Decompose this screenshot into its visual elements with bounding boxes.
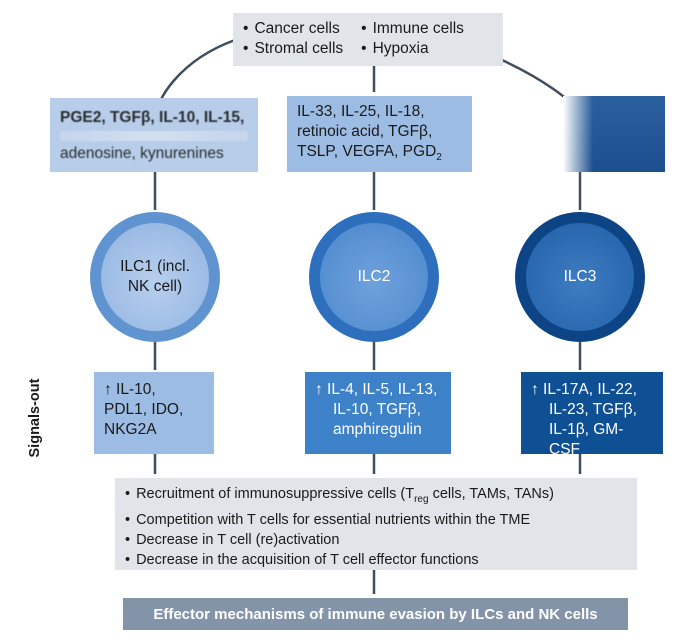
inputs-box: Cancer cells Stromal cells Immune cells … [233, 13, 503, 66]
footer-banner: Effector mechanisms of immune evasion by… [123, 598, 628, 630]
ilc1-cell-body: ILC1 (incl. NK cell) [101, 223, 209, 331]
ilc2-out-line: IL-10, TGFβ, [333, 401, 421, 418]
mechanism-subscript: reg [414, 493, 429, 505]
mechanism-item: Decrease in the acquisition of T cell ef… [125, 550, 627, 570]
ilc3-signals-out: ↑ IL-17A, IL-22, IL-23, TGFβ, IL-1β, GM-… [521, 372, 663, 458]
ilc3-signals-in-overlay [563, 96, 593, 172]
ilc3-out-line: IL-1β, GM-CSF [549, 421, 624, 458]
input-item: Stromal cells [243, 39, 343, 59]
ilc2-signals-in: IL-33, IL-25, IL-18, retinoic acid, TGFβ… [287, 96, 472, 172]
mechanisms-box: Recruitment of immunosuppressive cells (… [115, 478, 637, 570]
ilc2-label: ILC2 [357, 268, 391, 285]
ilc2-signals-out: ↑ IL-4, IL-5, IL-13, IL-10, TGFβ, amphir… [305, 372, 451, 454]
ilc2-signal-line: IL-33, IL-25, IL-18, [297, 103, 425, 120]
mechanism-text: cells, TAMs, TANs) [428, 486, 554, 502]
ilc2-signal-subscript: 2 [436, 152, 442, 164]
ilc1-out-line: ↑ IL-10, [104, 381, 156, 398]
ilc1-signal-line: adenosine, kynurenines [60, 145, 224, 162]
ilc1-signal-smudge [60, 131, 248, 141]
mechanism-item: Competition with T cells for essential n… [125, 510, 627, 530]
ilc2-signal-text: TSLP, VEGFA, PGD [297, 143, 437, 160]
mechanism-text: Recruitment of immunosuppressive cells (… [136, 486, 415, 502]
mechanism-item: Recruitment of immunosuppressive cells (… [125, 484, 627, 510]
ilc2-signal-line: TSLP, VEGFA, PGD2 [297, 142, 462, 168]
inputs-col-1: Cancer cells Stromal cells [243, 19, 343, 60]
ilc2-signal-line: retinoic acid, TGFβ, [297, 123, 433, 140]
ilc3-label: ILC3 [563, 268, 597, 285]
ilc2-cell: ILC2 [309, 212, 439, 342]
signals-out-label: Signals-out [27, 378, 43, 458]
ilc1-out-line: NKG2A [104, 421, 157, 438]
ilc1-cell: ILC1 (incl. NK cell) [90, 212, 220, 342]
ilc3-out-line: IL-23, TGFβ, [549, 401, 637, 418]
ilc3-cell-body: ILC3 [526, 223, 634, 331]
ilc1-signal-line: PGE2, TGFβ, IL-10, IL-15, [60, 109, 245, 126]
ilc2-out-line: ↑ IL-4, IL-5, IL-13, [315, 381, 438, 398]
input-item: Immune cells [361, 19, 464, 39]
footer-title: Effector mechanisms of immune evasion by… [153, 605, 598, 623]
ilc2-cell-body: ILC2 [320, 223, 428, 331]
inputs-col-2: Immune cells Hypoxia [361, 19, 464, 60]
ilc3-cell: ILC3 [515, 212, 645, 342]
ilc1-out-line: PDL1, IDO, [104, 401, 184, 418]
ilc1-label: ILC1 (incl. NK cell) [120, 258, 190, 295]
input-item: Hypoxia [361, 39, 464, 59]
ilc1-signals-in: PGE2, TGFβ, IL-10, IL-15, adenosine, kyn… [50, 98, 258, 172]
ilc1-signals-text: PGE2, TGFβ, IL-10, IL-15, adenosine, kyn… [60, 108, 248, 164]
ilc2-out-line: amphiregulin [333, 421, 422, 438]
ilc1-signals-out: ↑ IL-10, PDL1, IDO, NKG2A [94, 372, 214, 454]
input-item: Cancer cells [243, 19, 343, 39]
mechanism-item: Decrease in T cell (re)activation [125, 530, 627, 550]
ilc3-out-line: ↑ IL-17A, IL-22, [531, 381, 637, 398]
